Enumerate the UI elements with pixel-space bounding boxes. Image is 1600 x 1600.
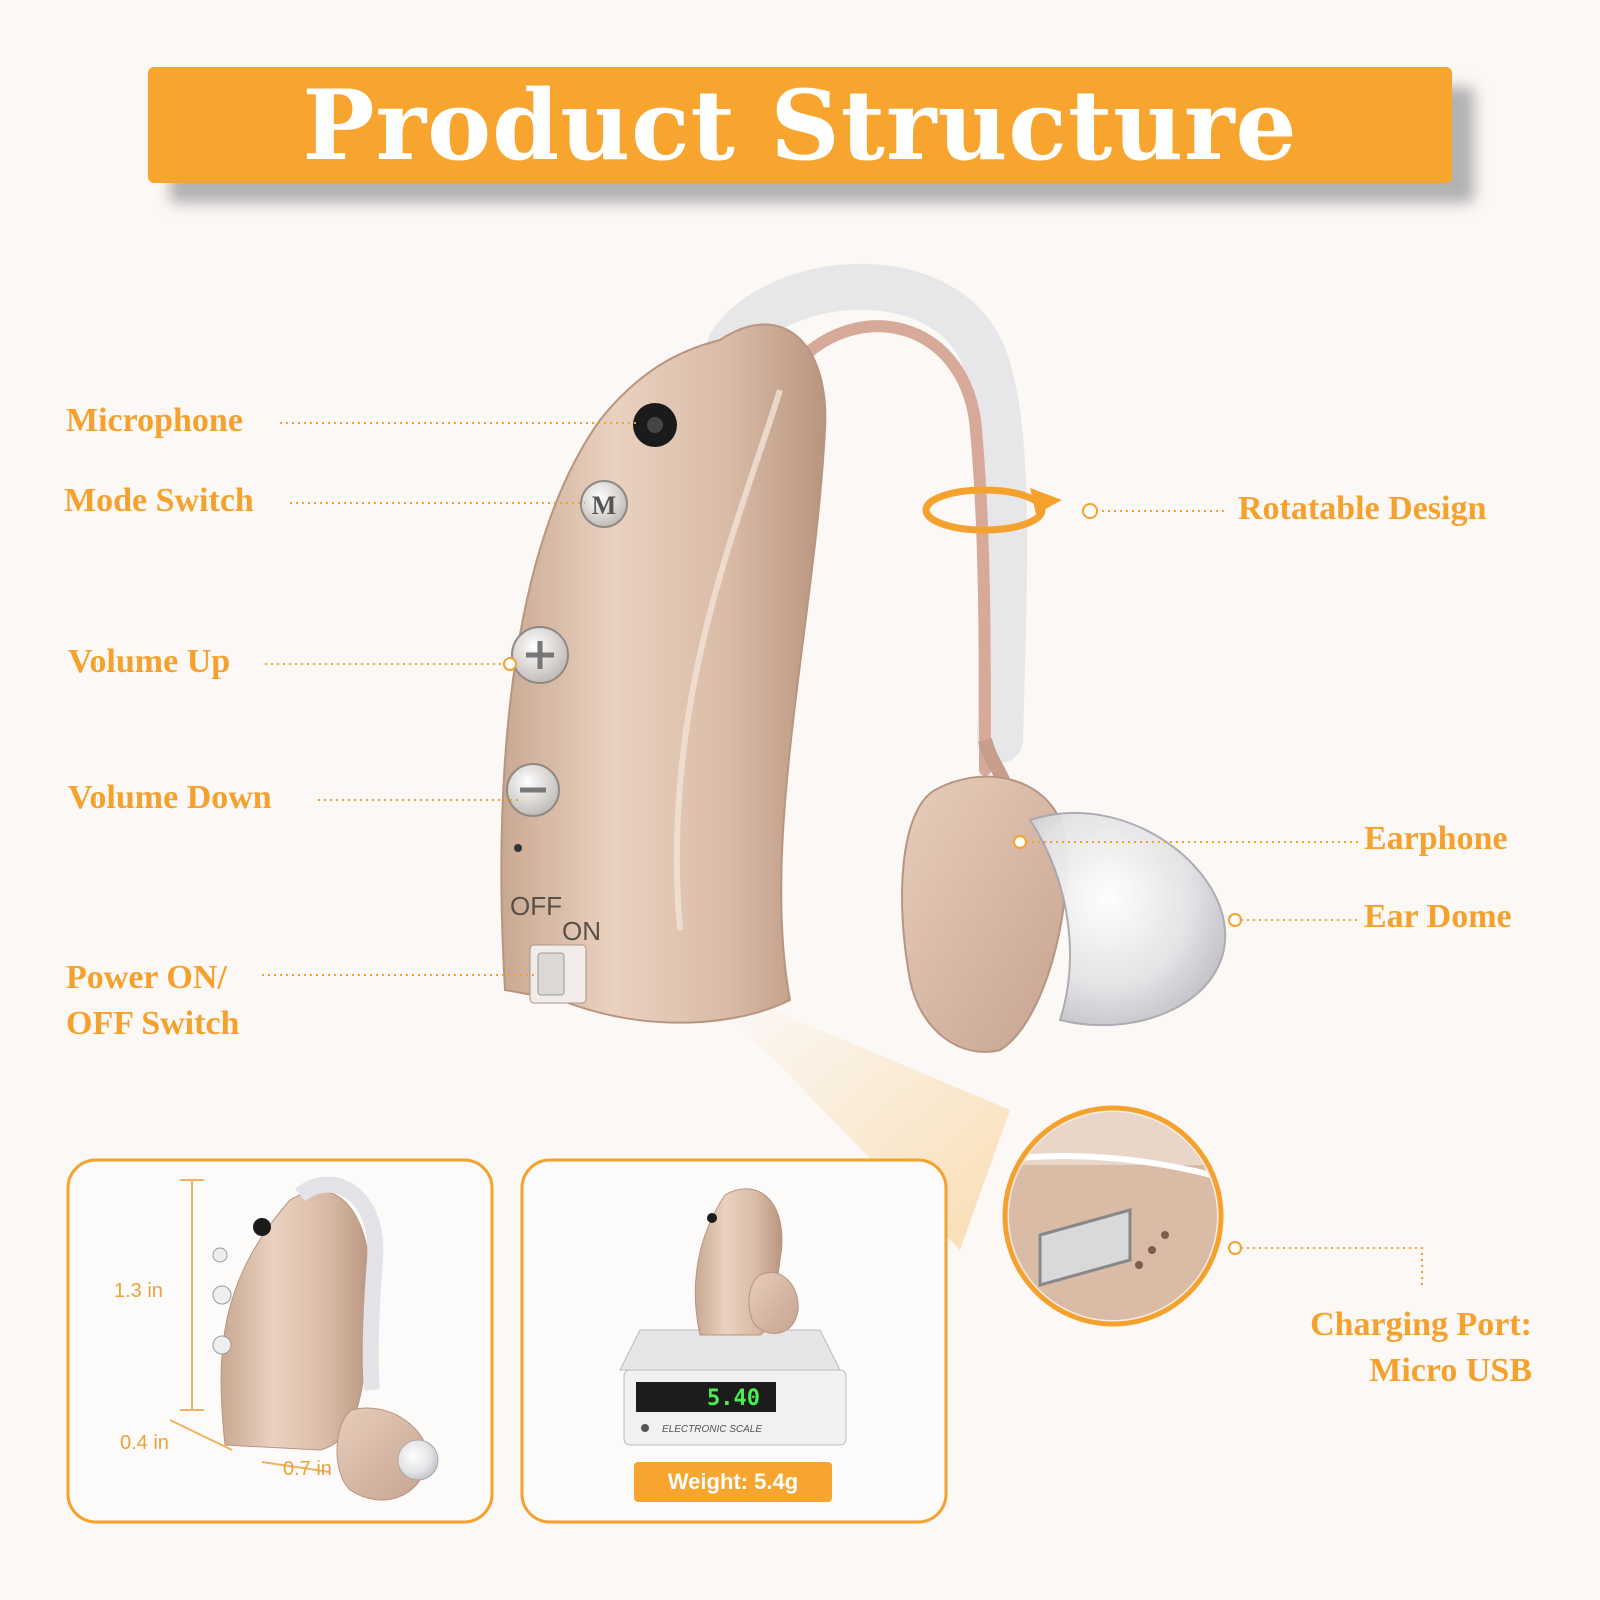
mode-switch-button (580, 480, 628, 528)
dimension-width: 0.7 in (283, 1458, 332, 1480)
label-charging-port: Charging Port: Micro USB (1240, 1302, 1532, 1394)
label-charging-line2: Micro USB (1369, 1352, 1532, 1389)
label-power-switch: Power ON/ OFF Switch (66, 955, 239, 1047)
leader-dots (503, 503, 1242, 1255)
power-switch-knob (537, 952, 565, 996)
scale-label: ELECTRONIC SCALE (662, 1424, 762, 1435)
dimension-depth: 0.4 in (120, 1432, 169, 1454)
tube-inner-wire (794, 320, 991, 776)
rotation-arrowhead-icon (1030, 488, 1062, 514)
label-power-line1: Power ON/ (66, 959, 227, 996)
switch-on-label: ON (562, 916, 601, 946)
label-power-line2: OFF Switch (66, 1005, 240, 1042)
body-ridge (673, 389, 783, 931)
label-mode-switch: Mode Switch (64, 482, 254, 519)
label-volume-down: Volume Down (68, 779, 272, 816)
micro-usb-port (1038, 1208, 1132, 1287)
switch-off-label: OFF (510, 891, 562, 921)
page-title: Product Structure (302, 68, 1298, 182)
label-charging-line1: Charging Port: (1310, 1306, 1532, 1343)
tube-hook (707, 263, 1028, 763)
label-rotatable-design: Rotatable Design (1238, 490, 1487, 527)
dimension-height: 1.3 in (114, 1280, 163, 1302)
dimensions-device (212, 1176, 439, 1501)
title-banner: Product Structure (148, 67, 1452, 183)
dimension-guides (169, 1179, 331, 1473)
plus-icon (526, 641, 554, 669)
leader-lines (262, 422, 1423, 1288)
scale-illustration: 5.40 ELECTRONIC SCALE (619, 1188, 847, 1446)
scale-display: 5.40 (707, 1386, 760, 1411)
label-earphone: Earphone (1364, 820, 1508, 857)
mode-switch-letter: M (592, 491, 617, 520)
label-volume-up: Volume Up (68, 643, 231, 680)
ear-dome (1028, 811, 1227, 1027)
label-microphone: Microphone (66, 402, 243, 439)
weight-badge: Weight: 5.4g (634, 1462, 832, 1502)
label-ear-dome: Ear Dome (1364, 898, 1512, 935)
